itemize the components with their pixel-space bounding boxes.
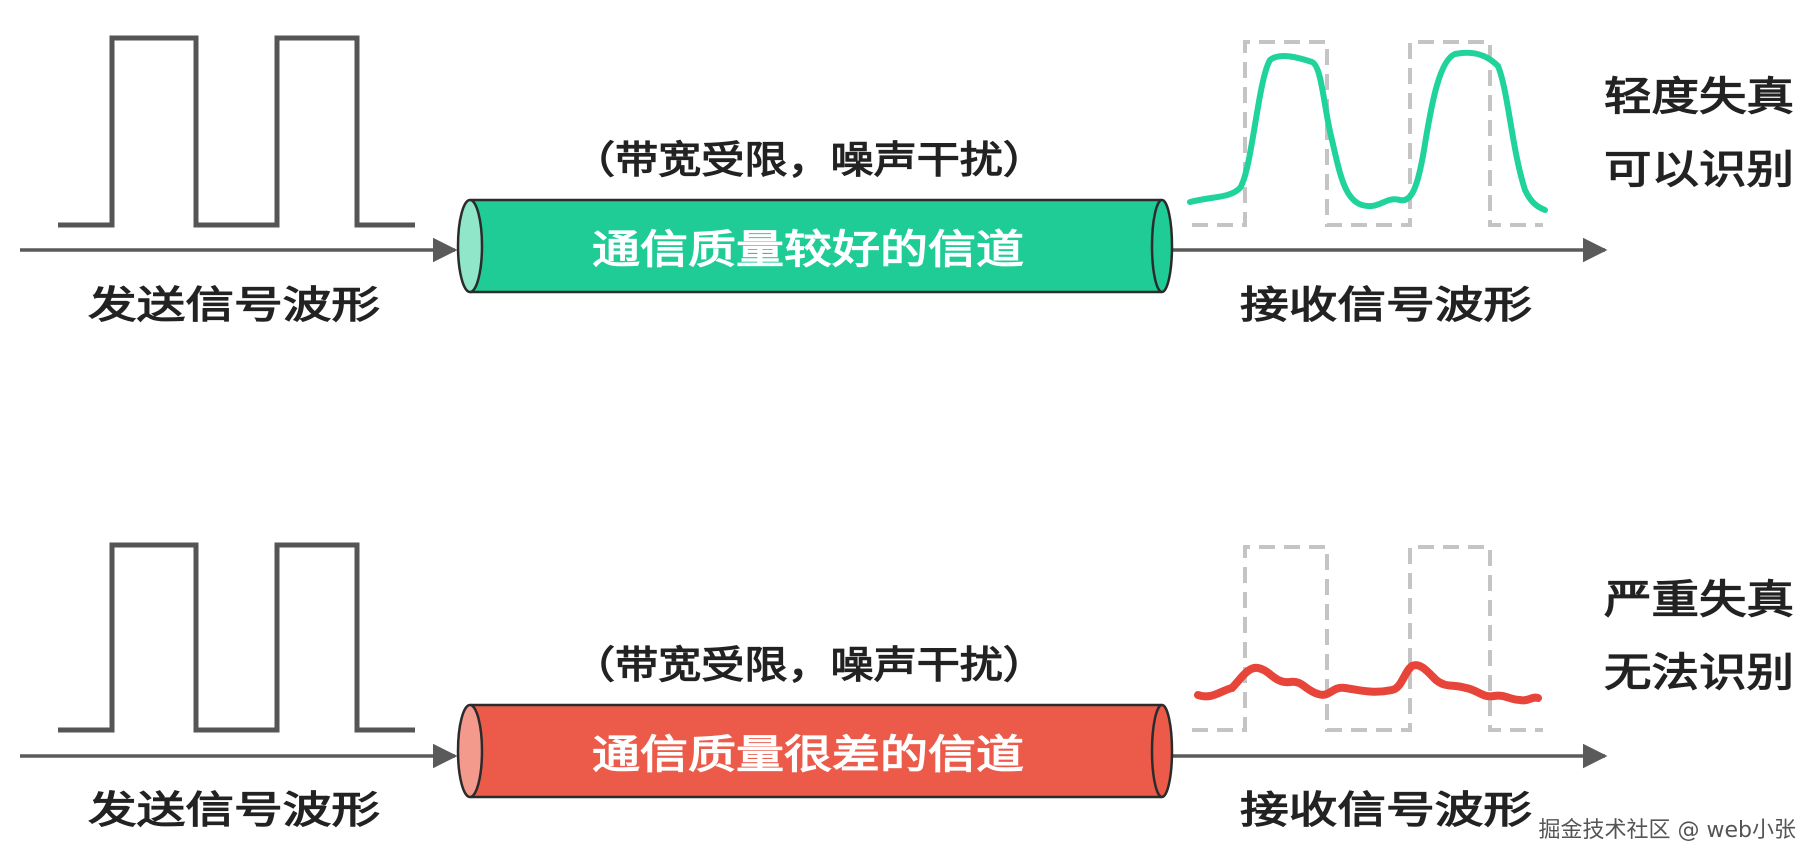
send-label: 发送信号波形 — [88, 283, 380, 327]
result-line-2: 可以识别 — [1604, 147, 1794, 193]
row-bad-channel — [20, 542, 1608, 799]
receive-label: 接收信号波形 — [1240, 283, 1532, 327]
result-line-2: 无法识别 — [1604, 650, 1794, 696]
sent-square-wave — [58, 542, 415, 733]
result-line-1: 轻度失真 — [1604, 74, 1794, 120]
result-line-1: 严重失真 — [1604, 577, 1794, 623]
bad-channel-pipe — [456, 703, 1174, 799]
receive-label: 接收信号波形 — [1240, 788, 1532, 832]
send-label: 发送信号波形 — [88, 788, 380, 832]
channel-label: 通信质量很差的信道 — [592, 732, 1024, 778]
good-channel-pipe — [456, 198, 1174, 294]
watermark: 掘金技术社区 @ web小张 — [1538, 818, 1796, 843]
sent-square-wave — [58, 35, 415, 228]
condition-label: （带宽受限，噪声干扰） — [572, 138, 1046, 182]
condition-label: （带宽受限，噪声干扰） — [572, 643, 1046, 687]
received-wave-severe — [1194, 661, 1542, 705]
reference-dashed-wave — [1192, 40, 1543, 227]
reference-dashed-wave — [1192, 545, 1543, 732]
received-wave-mild — [1187, 49, 1548, 213]
row-good-channel — [20, 35, 1608, 294]
channel-label: 通信质量较好的信道 — [592, 227, 1024, 273]
